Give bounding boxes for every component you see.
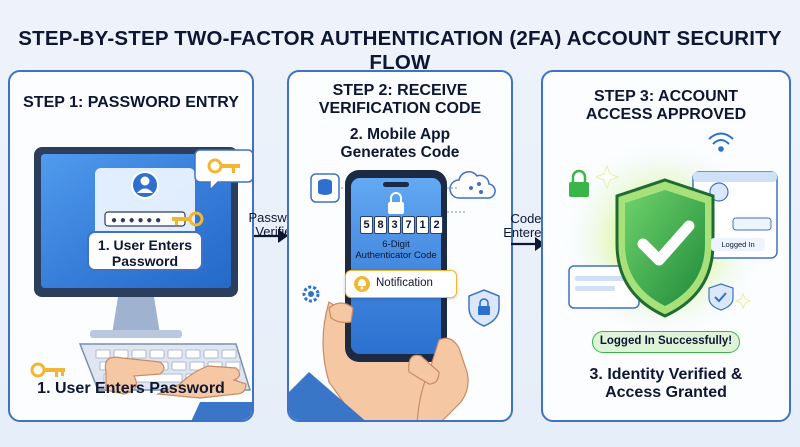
code-digit-3: 3 — [388, 216, 401, 234]
key-icon — [32, 364, 65, 377]
step-3-footer-line-2: Access Granted — [543, 384, 789, 402]
user-icon — [132, 172, 158, 198]
shield-icon — [709, 284, 733, 310]
login-status-label: Logged In — [721, 240, 754, 249]
database-icon — [311, 174, 339, 202]
code-caption-line-2: Authenticator Code — [351, 250, 441, 261]
step-1-callout-line-1: 1. User Enters — [89, 237, 201, 253]
code-digit-box: 5 8 3 7 1 2 — [360, 216, 440, 238]
step-1-panel: STEP 1: PASSWORD ENTRY ● ● ● ● ● ● — [8, 70, 254, 422]
step-1-callout: 1. User Enters Password — [87, 231, 203, 271]
success-badge-label: Logged In Successfully! — [600, 335, 732, 347]
step-3-footer-line-1: 3. Identity Verified & — [543, 366, 789, 384]
step-1-callout-line-2: Password — [89, 253, 201, 269]
cloud-icon — [450, 172, 495, 198]
svg-text:● ● ● ● ● ●: ● ● ● ● ● ● — [111, 215, 161, 226]
login-status-chip: Logged In — [711, 238, 765, 251]
step-3-footer: 3. Identity Verified & Access Granted — [543, 366, 789, 402]
step-2-panel: STEP 2: RECEIVE VERIFICATION CODE 2. Mob… — [287, 70, 513, 422]
page-title: STEP-BY-STEP TWO-FACTOR AUTHENTICATION (… — [0, 27, 800, 75]
step-1-footer: 1. User Enters Password — [10, 380, 252, 398]
step-3-panel: STEP 3: ACCOUNT ACCESS APPROVED — [541, 70, 791, 422]
code-digit-1: 5 — [360, 216, 373, 234]
code-digit-6: 2 — [430, 216, 443, 234]
code-caption: 6-Digit Authenticator Code — [351, 239, 441, 261]
code-caption-line-1: 6-Digit — [351, 239, 441, 250]
wifi-icon — [709, 134, 733, 151]
bell-icon — [353, 275, 373, 295]
lock-icon — [569, 171, 589, 197]
code-digit-4: 7 — [402, 216, 415, 234]
shield-icon — [469, 290, 499, 326]
success-badge: Logged In Successfully! — [592, 331, 740, 353]
notification-label: Notification — [376, 277, 433, 289]
code-digit-2: 8 — [374, 216, 387, 234]
code-digit-5: 1 — [416, 216, 429, 234]
gear-icon — [304, 287, 318, 301]
